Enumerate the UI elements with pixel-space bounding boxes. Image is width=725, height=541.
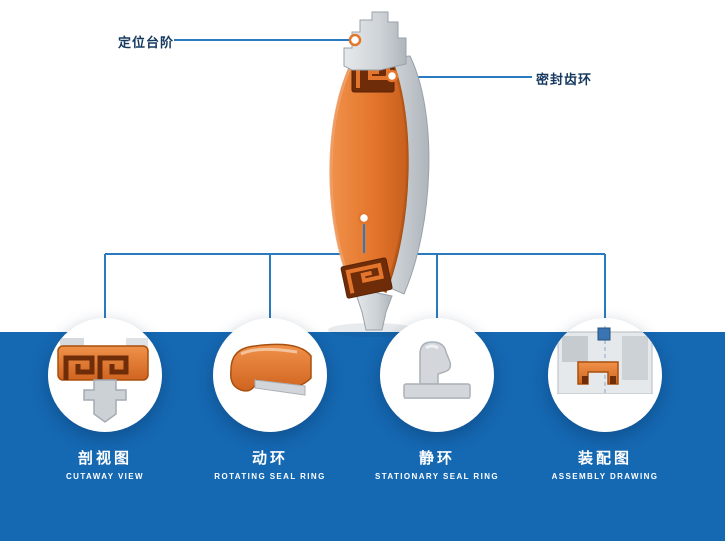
detail-rotating-seal-ring: 动环 ROTATING SEAL RING [188,318,352,481]
detail-title-rotating-seal-ring: 动环 [251,450,288,467]
assembly-bolt [597,327,611,341]
detail-title-cutaway-view: 剖视图 [77,450,132,467]
seal-bottom-tail [353,287,393,331]
detail-thumbnail-rotating-seal-ring [213,318,327,432]
marker-dot-seal-tooth-ring [385,69,399,83]
detail-subtitle-assembly-drawing: ASSEMBLY DRAWING [551,472,659,481]
rotating-seal-ring-illustration [229,343,312,396]
callout-seal-tooth-ring: 密封齿环 [536,69,592,88]
stationary-ring-base [403,383,471,399]
stationary-ring-highlight [425,344,439,350]
detail-subtitle-cutaway-view: CUTAWAY VIEW [66,472,144,481]
cutaway-gray-plate2 [126,338,148,348]
detail-stationary-seal-ring: 静环 STATIONARY SEAL RING [355,318,519,481]
cutaway-view-illustration [57,338,149,423]
seal-tooth-ring-bottom [340,257,393,299]
cutaway-labyrinth-channel-1 [63,355,95,380]
assembly-tooth-left [582,376,588,384]
detail-thumbnail-stationary-seal-ring [380,318,494,432]
callout-positioning-step: 定位台阶 [118,32,174,51]
marker-dot-positioning-step [348,33,362,47]
cutaway-labyrinth-channel-2 [97,355,129,380]
cutaway-metal-stem [83,379,127,423]
cutaway-elastomer-block [57,345,149,381]
rotating-ring-highlight [240,347,298,356]
assembly-drawing-illustration [557,326,653,420]
seal-cross-section-illustration [328,11,430,337]
assembly-right-block [622,336,648,380]
detail-assembly-drawing: 装配图 ASSEMBLY DRAWING [523,318,687,481]
stationary-ring-stem [419,341,452,385]
cutaway-gray-plate [60,338,84,348]
assembly-lower-area [558,394,652,420]
marker-dot-seal-body [357,211,371,225]
detail-title-assembly-drawing: 装配图 [577,450,632,467]
detail-thumbnail-assembly-drawing [548,318,662,432]
stationary-seal-ring-illustration [403,341,471,399]
detail-cutaway-view: 剖视图 CUTAWAY VIEW [23,318,187,481]
callout-seal-tooth-ring-label: 密封齿环 [536,72,593,87]
seal-edge-shade [384,61,409,291]
assembly-tooth-right [610,376,616,384]
assembly-left-block [562,336,588,362]
detail-title-stationary-seal-ring: 静环 [418,450,455,467]
rotating-ring-metal-band [254,379,306,396]
detail-subtitle-rotating-seal-ring: ROTATING SEAL RING [214,472,326,481]
detail-thumbnail-cutaway-view [48,318,162,432]
seal-edge-highlight [329,67,352,275]
callout-positioning-step-label: 定位台阶 [118,35,175,50]
detail-subtitle-stationary-seal-ring: STATIONARY SEAL RING [374,472,499,481]
